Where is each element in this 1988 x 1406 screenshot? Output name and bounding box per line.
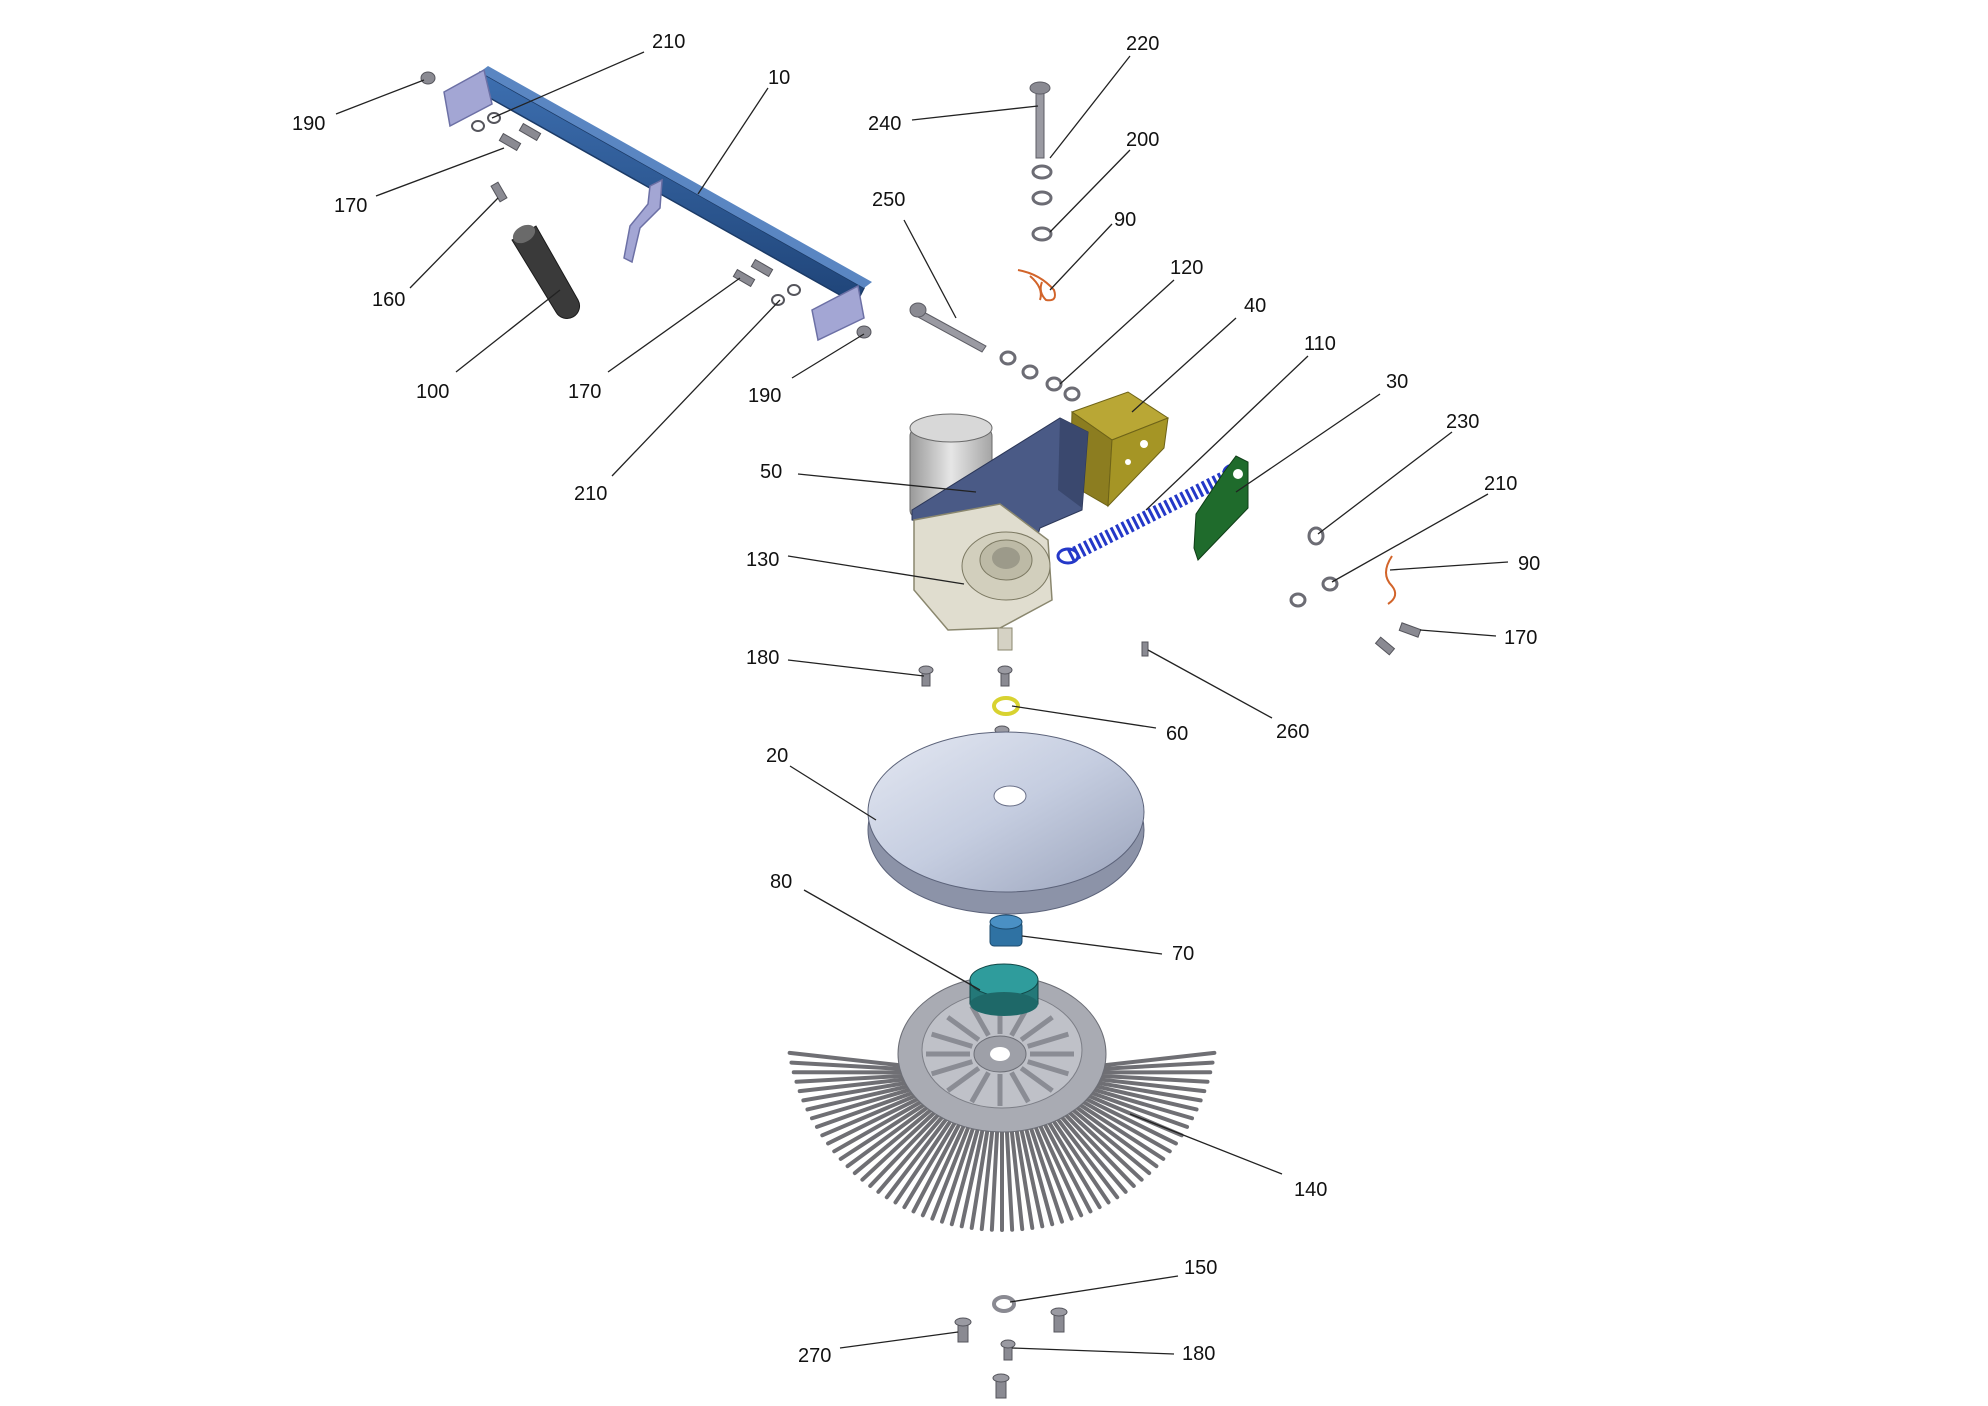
callout-210: 210 — [574, 483, 607, 505]
callout-110: 110 — [1304, 333, 1336, 355]
spoke — [1019, 1015, 1054, 1042]
callout-120: 120 — [1170, 257, 1203, 279]
callout-270: 270 — [798, 1345, 831, 1367]
callout-240: 240 — [868, 113, 901, 135]
spoke — [930, 1031, 974, 1049]
spoke — [1019, 1066, 1054, 1093]
callout-40: 40 — [1244, 295, 1266, 317]
callout-170: 170 — [568, 381, 601, 403]
callout-labels: 190 210 10 170 160 100 170 190 210 220 2… — [292, 31, 1540, 1367]
callout-70: 70 — [1172, 943, 1194, 965]
bottom-hardware — [954, 1295, 1068, 1399]
callout-140: 140 — [1294, 1179, 1327, 1201]
callout-180: 180 — [1182, 1343, 1215, 1365]
right-hardware — [1141, 526, 1422, 657]
callout-250: 250 — [872, 189, 905, 211]
callout-130: 130 — [746, 549, 779, 571]
green-plate-part — [1193, 455, 1249, 561]
spoke — [946, 1015, 981, 1042]
callout-190: 190 — [292, 113, 325, 135]
callout-90: 90 — [1114, 209, 1136, 231]
horizontal-bolt-part — [909, 302, 1081, 402]
callout-50: 50 — [760, 461, 782, 483]
callout-80: 80 — [770, 871, 792, 893]
callout-230: 230 — [1446, 411, 1479, 433]
callout-20: 20 — [766, 745, 788, 767]
leader-lines — [335, 51, 1509, 1355]
spoke — [969, 1004, 991, 1037]
bushing-part — [989, 914, 1023, 947]
tube-part — [511, 224, 581, 320]
callout-260: 260 — [1276, 721, 1309, 743]
spoke — [930, 1059, 974, 1077]
callout-210: 210 — [652, 31, 685, 53]
callout-90: 90 — [1518, 553, 1540, 575]
spoke — [1026, 1059, 1070, 1077]
callout-180: 180 — [746, 647, 779, 669]
hub-part — [969, 963, 1039, 1016]
callout-170: 170 — [334, 195, 367, 217]
callout-210: 210 — [1484, 473, 1517, 495]
callout-150: 150 — [1184, 1257, 1217, 1279]
spoke — [946, 1066, 981, 1093]
vertical-bolt-part — [1017, 81, 1056, 302]
callout-100: 100 — [416, 381, 449, 403]
callout-30: 30 — [1386, 371, 1408, 393]
callout-160: 160 — [372, 289, 405, 311]
callout-220: 220 — [1126, 33, 1159, 55]
spoke — [969, 1071, 991, 1104]
disc-part — [867, 731, 1145, 915]
callout-60: 60 — [1166, 723, 1188, 745]
callout-200: 200 — [1126, 129, 1159, 151]
callout-10: 10 — [768, 67, 790, 89]
spoke — [1009, 1071, 1031, 1104]
spoke — [1026, 1031, 1070, 1049]
gear-housing-part — [913, 503, 1053, 651]
frame-bar-part — [443, 66, 872, 342]
callout-170: 170 — [1504, 627, 1537, 649]
callout-190: 190 — [748, 385, 781, 407]
frame-hardware — [420, 71, 872, 339]
